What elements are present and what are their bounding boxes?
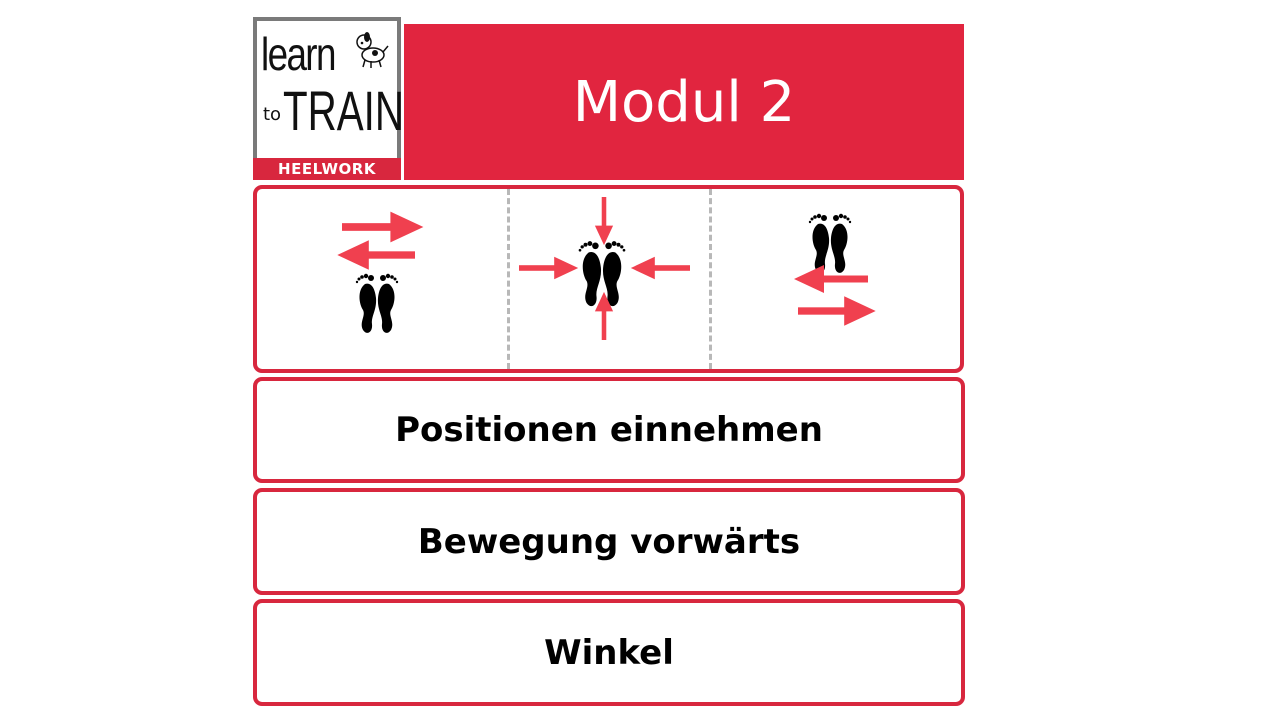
feet-icon (808, 213, 852, 273)
logo-learn: learn (261, 28, 336, 80)
icon-move-in-front (337, 211, 424, 333)
icon-move-behind (794, 213, 876, 326)
feet-icon (355, 273, 399, 333)
dashed-divider (507, 189, 510, 369)
module-item-label: Bewegung vorwärts (417, 521, 801, 562)
module-title-banner: Modul 2 (404, 24, 964, 180)
arrow-left-icon (630, 256, 690, 280)
arrow-right-icon (519, 256, 579, 280)
module-item-positions[interactable]: Positionen einnehmen (253, 377, 965, 483)
dog-icon (356, 32, 389, 68)
arrow-left-icon (337, 240, 415, 270)
logo-to: to (263, 104, 282, 125)
logo-train: TRAIN (283, 79, 404, 142)
module-item-forward-movement[interactable]: Bewegung vorwärts (253, 488, 965, 595)
arrow-left-icon (794, 265, 868, 293)
icon-center-position (519, 197, 690, 340)
page-title: Modul 2 (572, 69, 796, 135)
module-item-label: Winkel (544, 632, 674, 673)
module-item-label: Positionen einnehmen (395, 410, 823, 450)
position-icons-panel (253, 185, 964, 373)
logo-heelwork: HEELWORK (253, 158, 401, 180)
arrow-right-icon (798, 296, 876, 326)
arrow-down-icon (594, 197, 614, 246)
module-item-angle[interactable]: Winkel (253, 599, 965, 706)
arrow-right-icon (342, 211, 424, 243)
dashed-divider (709, 189, 712, 369)
learn-to-train-logo: learn to TRAIN HEELWORK (253, 17, 404, 180)
